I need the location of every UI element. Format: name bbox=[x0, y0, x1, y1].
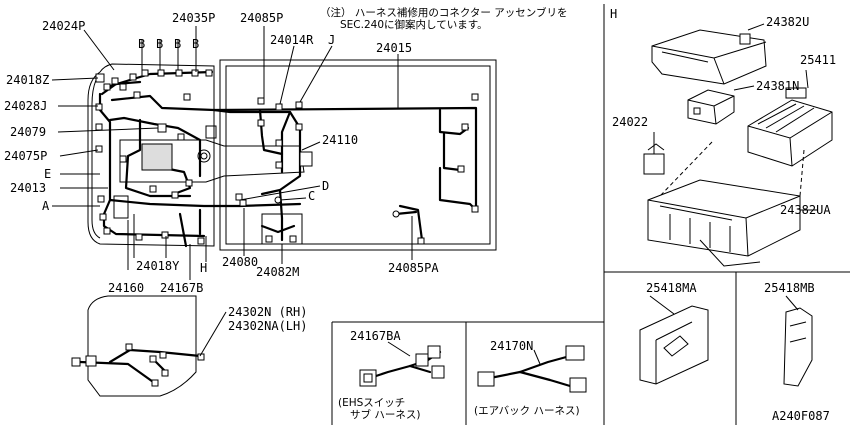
label-24024P: 24024P bbox=[42, 19, 85, 33]
note-line-1: （注） ハーネス補修用のコネクター アッセンブリを bbox=[320, 6, 567, 19]
note-text: （注） ハーネス補修用のコネクター アッセンブリを SEC.240に御案内してい… bbox=[320, 6, 567, 31]
label-B-3: B bbox=[174, 37, 181, 51]
label-24018Y: 24018Y bbox=[136, 259, 180, 273]
label-24382UA: 24382UA bbox=[780, 203, 831, 217]
label-24018Z: 24018Z bbox=[6, 73, 49, 87]
label-24085P: 24085P bbox=[240, 11, 283, 25]
airbag-harness bbox=[477, 345, 587, 393]
label-H-panel: H bbox=[610, 7, 617, 21]
label-24382U: 24382U bbox=[766, 15, 809, 29]
label-24160: 24160 bbox=[108, 281, 144, 295]
label-25418MB: 25418MB bbox=[764, 281, 815, 295]
label-25418MA: 25418MA bbox=[646, 281, 697, 295]
vehicle-body-outline bbox=[87, 59, 497, 251]
panel-dividers bbox=[331, 4, 850, 425]
label-24075P: 24075P bbox=[4, 149, 47, 163]
label-H-main: H bbox=[200, 261, 207, 275]
label-24015: 24015 bbox=[376, 41, 412, 55]
relay-box-exploded bbox=[643, 23, 833, 267]
label-24022: 24022 bbox=[612, 115, 648, 129]
label-24167BA: 24167BA bbox=[350, 329, 401, 343]
ehs-sub-harness bbox=[359, 341, 445, 387]
interior-panels bbox=[113, 125, 313, 245]
note-line-2: SEC.240に御案内しています。 bbox=[340, 18, 488, 31]
bracket-25418MB bbox=[783, 295, 813, 387]
label-24079: 24079 bbox=[10, 125, 46, 139]
label-24085PA: 24085PA bbox=[388, 261, 439, 275]
harness-connectors bbox=[95, 69, 479, 245]
label-ehs-line-1: (EHSスイッチ bbox=[338, 397, 405, 409]
label-24014R: 24014R bbox=[270, 33, 314, 47]
label-24110: 24110 bbox=[322, 133, 358, 147]
label-24167B: 24167B bbox=[160, 281, 203, 295]
label-B-4: B bbox=[192, 37, 199, 51]
label-24080: 24080 bbox=[222, 255, 258, 269]
label-E: E bbox=[44, 167, 51, 181]
label-A: A bbox=[42, 199, 50, 213]
label-B-1: B bbox=[138, 37, 145, 51]
label-24381N: 24381N bbox=[756, 79, 799, 93]
label-ehs-line-2: サブ ハーネス) bbox=[350, 408, 420, 421]
label-B-2: B bbox=[156, 37, 163, 51]
bracket-25418MA bbox=[639, 295, 709, 385]
label-24013: 24013 bbox=[10, 181, 46, 195]
label-D: D bbox=[322, 179, 329, 193]
label-J-top: J bbox=[328, 33, 335, 47]
label-airbag: (エアバック ハーネス) bbox=[474, 405, 580, 417]
label-24170N: 24170N bbox=[490, 339, 533, 353]
label-C: C bbox=[308, 189, 315, 203]
label-24302N-RH: 24302N (RH) bbox=[228, 305, 307, 319]
label-24082M: 24082M bbox=[256, 265, 299, 279]
door-harness-detail bbox=[71, 295, 227, 397]
part-labels: 24024P 24035P 24085P 24014R J 24015 B B … bbox=[4, 7, 836, 423]
leader-lines bbox=[51, 26, 413, 280]
label-25411: 25411 bbox=[800, 53, 836, 67]
label-24302NA-LH: 24302NA(LH) bbox=[228, 319, 307, 333]
label-24028J: 24028J bbox=[4, 99, 47, 113]
figure-code: A240F087 bbox=[772, 409, 830, 423]
label-24035P: 24035P bbox=[172, 11, 215, 25]
